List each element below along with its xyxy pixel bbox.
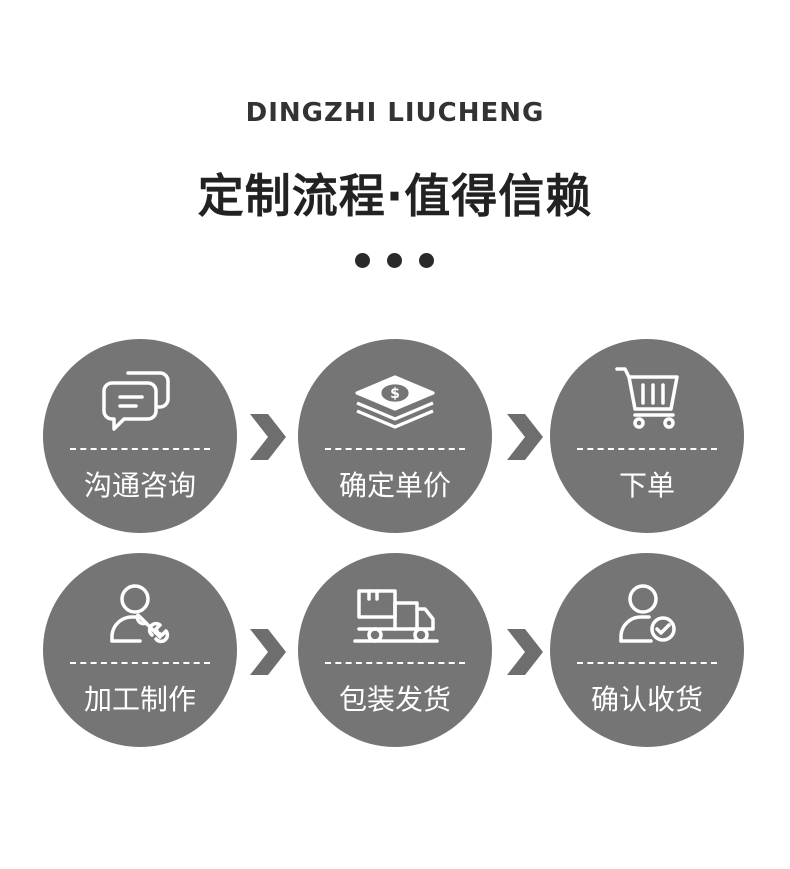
dot: [387, 253, 402, 268]
step-label: 沟通咨询: [83, 469, 196, 502]
dashed-divider: [70, 448, 210, 450]
delivery-truck-icon: [353, 589, 439, 643]
chevron-right-icon: [507, 629, 543, 675]
step-label: 确定单价: [338, 469, 451, 502]
step-confirm-receipt: 确认收货: [550, 553, 744, 747]
chat-bubbles-icon: [102, 371, 170, 431]
dashed-divider: [70, 662, 210, 664]
page-title: 定制流程·值得信赖: [197, 169, 593, 223]
step-label: 下单: [618, 469, 675, 502]
step-label: 确认收货: [590, 683, 703, 716]
dashed-divider: [325, 448, 465, 450]
shopping-cart-icon: [615, 367, 679, 429]
step-manufacture: 加工制作: [43, 553, 237, 747]
step-label: 加工制作: [83, 683, 196, 716]
user-check-icon: [619, 584, 676, 643]
chevron-right-icon: [250, 414, 286, 460]
page-subtitle: DINGZHI LIUCHENG: [245, 98, 545, 128]
step-confirm-price: $ 确定单价: [298, 339, 492, 533]
dot: [419, 253, 434, 268]
dashed-divider: [577, 448, 717, 450]
step-place-order: 下单: [550, 339, 744, 533]
step-label: 包装发货: [338, 683, 451, 716]
money-stack-icon: $: [355, 375, 435, 429]
dot: [355, 253, 370, 268]
worker-wrench-icon: [110, 584, 170, 644]
svg-text:$: $: [390, 386, 400, 402]
step-ship: 包装发货: [298, 553, 492, 747]
step-communicate: 沟通咨询: [43, 339, 237, 533]
decorative-dots: [355, 253, 435, 271]
chevron-right-icon: [250, 629, 286, 675]
chevron-right-icon: [507, 414, 543, 460]
dashed-divider: [577, 662, 717, 664]
dashed-divider: [325, 662, 465, 664]
